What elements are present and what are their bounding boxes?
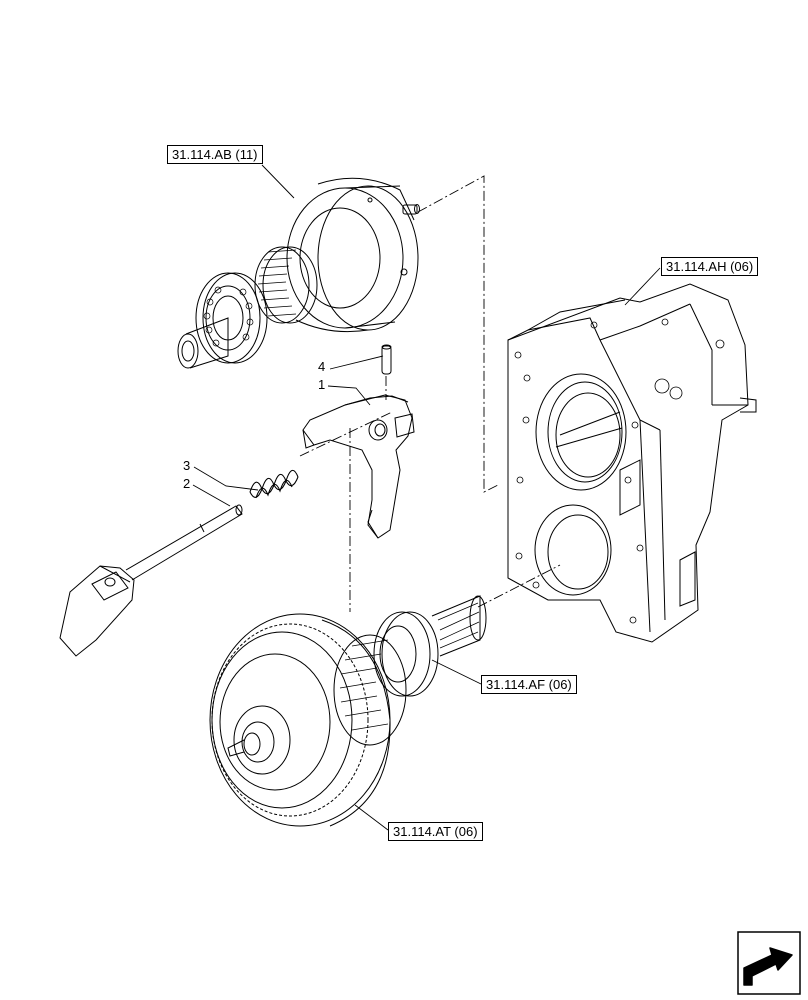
reference-label-31-114-af[interactable]: 31.114.AF (06) [481,675,577,694]
leader-lines [192,164,661,831]
compression-spring [249,469,299,499]
reference-label-31-114-ab[interactable]: 31.114.AB (11) [167,145,263,164]
next-page-button[interactable] [736,930,802,996]
roll-pin [381,344,392,375]
callout-1: 1 [318,377,326,392]
next-page-arrow-icon [737,931,801,995]
assembly-centerlines [299,175,561,612]
transmission-housing [507,283,757,643]
reference-label-31-114-ah[interactable]: 31.114.AH (06) [661,257,759,276]
lower-gear-assembly [209,595,487,827]
shift-fork [302,394,415,539]
upper-clutch-assembly [177,177,420,369]
reference-label-31-114-at[interactable]: 31.114.AT (06) [388,822,483,841]
callout-4: 4 [318,359,326,374]
shift-rod [59,504,243,657]
callout-2: 2 [183,476,191,491]
callout-3: 3 [183,458,191,473]
